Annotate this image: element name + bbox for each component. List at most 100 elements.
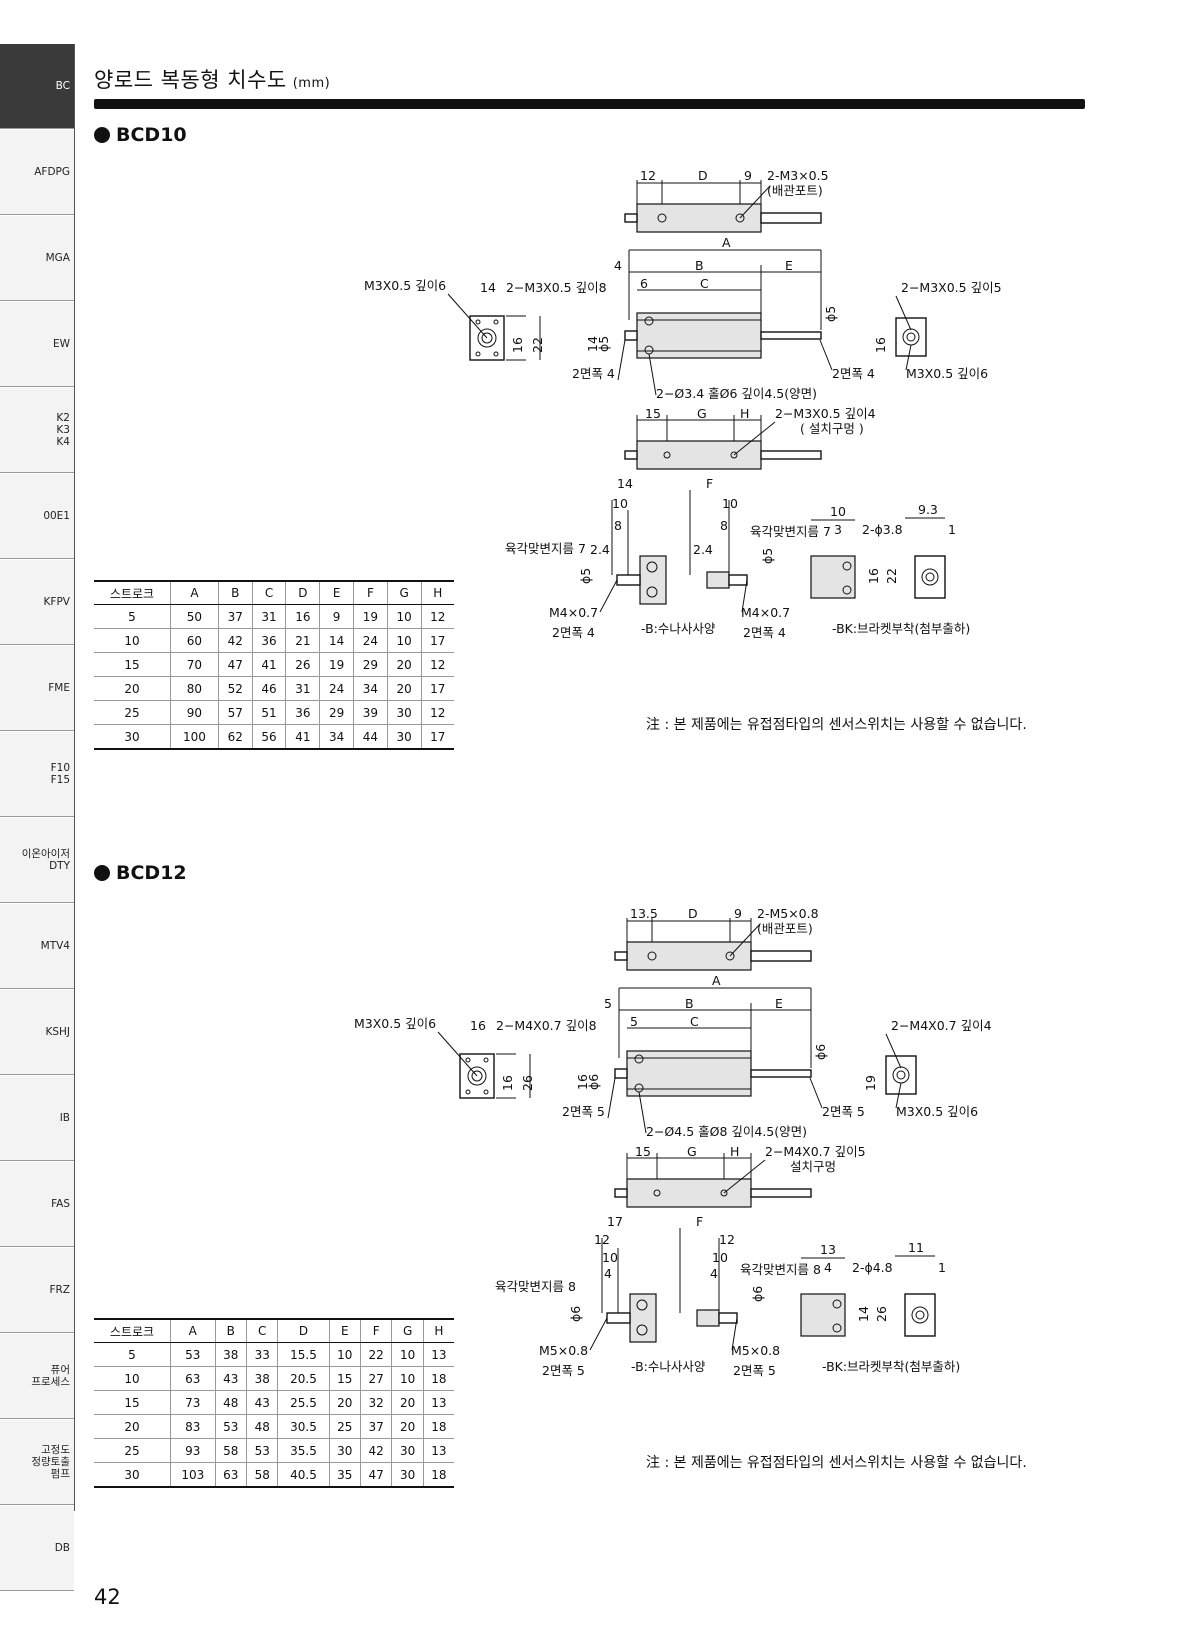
dimension-line	[741, 579, 748, 613]
sidebar-tab[interactable]: DB	[0, 1506, 74, 1591]
table-cell: 10	[94, 628, 171, 653]
dimension-line	[885, 1033, 902, 1069]
dimension-label: 6	[640, 276, 648, 291]
table-cell: 44	[353, 724, 388, 750]
table-cell: 30	[94, 724, 171, 750]
table-cell: 58	[214, 1438, 247, 1463]
sidebar-tab[interactable]: EW	[0, 302, 74, 387]
sidebar-tab[interactable]: FME	[0, 646, 74, 731]
dimension-label: 2−M3X0.5 깊이4	[775, 406, 876, 421]
hole-mark	[636, 1299, 648, 1311]
rod-right	[760, 331, 822, 340]
dimension-label: 10	[712, 1250, 728, 1265]
table-cell: 83	[170, 1414, 216, 1439]
table-cell: 32	[359, 1390, 392, 1415]
sidebar-tab[interactable]: KSHJ	[0, 990, 74, 1075]
dimension-label: 2면폭 5	[733, 1363, 776, 1378]
dimension-label: (배관포트)	[767, 183, 823, 198]
table-cell: 31	[285, 676, 320, 701]
rod-left	[624, 330, 638, 341]
table-cell: 10	[391, 1342, 424, 1367]
sidebar-tab[interactable]: 퓨어 프로세스	[0, 1334, 74, 1419]
table-cell: 36	[285, 700, 320, 725]
table-cell: 12	[420, 604, 454, 629]
male-thread-right	[728, 574, 748, 586]
dimension-label: G	[697, 406, 707, 421]
table-cell: 38	[214, 1342, 247, 1367]
sidebar-tab[interactable]: MTV4	[0, 904, 74, 989]
rod-left	[614, 951, 628, 961]
sidebar-tab[interactable]: IB	[0, 1076, 74, 1161]
table-cell: 73	[170, 1390, 216, 1415]
hole-mark	[921, 568, 939, 586]
sidebar-tab[interactable]: 고정도 정량토출 펌프	[0, 1420, 74, 1505]
sidebar-tab[interactable]: FAS	[0, 1162, 74, 1247]
dimension-label: 16	[575, 1074, 590, 1090]
dimension-label: 2−Ø4.5 홀Ø8 깊이4.5(양면)	[646, 1124, 807, 1139]
dimension-label: B	[695, 258, 704, 273]
section-heading-bcd10: BCD10	[94, 124, 187, 146]
sidebar-tab[interactable]: 이온아이저 DTY	[0, 818, 74, 903]
dimension-label: 2면폭 5	[822, 1104, 865, 1119]
hole-mark	[647, 951, 657, 961]
dimension-label: 2면폭 4	[832, 366, 875, 381]
hole-mark	[483, 1089, 489, 1095]
dimension-label: 4	[604, 1266, 612, 1281]
table-cell: 34	[319, 724, 354, 750]
column-header: 스트로크	[94, 580, 171, 605]
sidebar-tab[interactable]: FRZ	[0, 1248, 74, 1333]
hole-mark	[725, 951, 735, 961]
table-cell: 63	[170, 1366, 216, 1391]
dimension-label: 5	[630, 1014, 638, 1029]
table-cell: 19	[319, 652, 354, 677]
hole-mark	[493, 319, 499, 325]
table-cell: 9	[319, 604, 354, 629]
dimension-line	[729, 923, 761, 957]
table-cell: 25	[94, 1438, 171, 1463]
dimension-label: 14	[617, 476, 633, 491]
table-cell: 31	[251, 604, 286, 629]
sidebar-tab[interactable]: KFPV	[0, 560, 74, 645]
rod-right	[750, 1188, 812, 1198]
table-cell: 20	[391, 1414, 424, 1439]
dimension-label: M3X0.5 깊이6	[354, 1016, 436, 1031]
dimension-label: F	[696, 1214, 703, 1229]
column-header: D	[277, 1318, 330, 1343]
table-cell: 15.5	[277, 1342, 330, 1367]
hole-mark	[465, 1057, 471, 1063]
table-cell: 13	[422, 1390, 454, 1415]
cylinder-body	[626, 941, 752, 971]
bullet-icon	[94, 127, 110, 143]
dimension-label: ( 설치구멍 )	[800, 421, 864, 436]
rod-end-right	[706, 571, 730, 589]
dimension-line	[819, 339, 833, 371]
rod-end-left	[639, 555, 667, 605]
dimension-label: 14	[585, 336, 600, 352]
sidebar-tab[interactable]: K2 K3 K4	[0, 388, 74, 473]
table-cell: 15	[328, 1366, 361, 1391]
sidebar-tab[interactable]: BC	[0, 44, 74, 129]
hole-mark	[471, 1070, 483, 1082]
sidebar-tab[interactable]: F10 F15	[0, 732, 74, 817]
sidebar-tab[interactable]: 00E1	[0, 474, 74, 559]
table-cell: 20	[386, 652, 422, 677]
dimension-label: 12	[719, 1232, 735, 1247]
hole-mark	[634, 1054, 644, 1064]
table-cell: 25.5	[277, 1390, 330, 1415]
rod-right	[750, 1069, 812, 1078]
sidebar-tab[interactable]: AFDPG	[0, 130, 74, 215]
dimension-label: 19	[863, 1075, 878, 1091]
table-cell: 10	[386, 604, 422, 629]
table-cell: 58	[245, 1462, 278, 1488]
table-cell: 63	[214, 1462, 247, 1488]
sidebar-tab[interactable]: MGA	[0, 216, 74, 301]
rod-end-left	[629, 1293, 657, 1343]
dimension-label: 4	[824, 1260, 832, 1275]
